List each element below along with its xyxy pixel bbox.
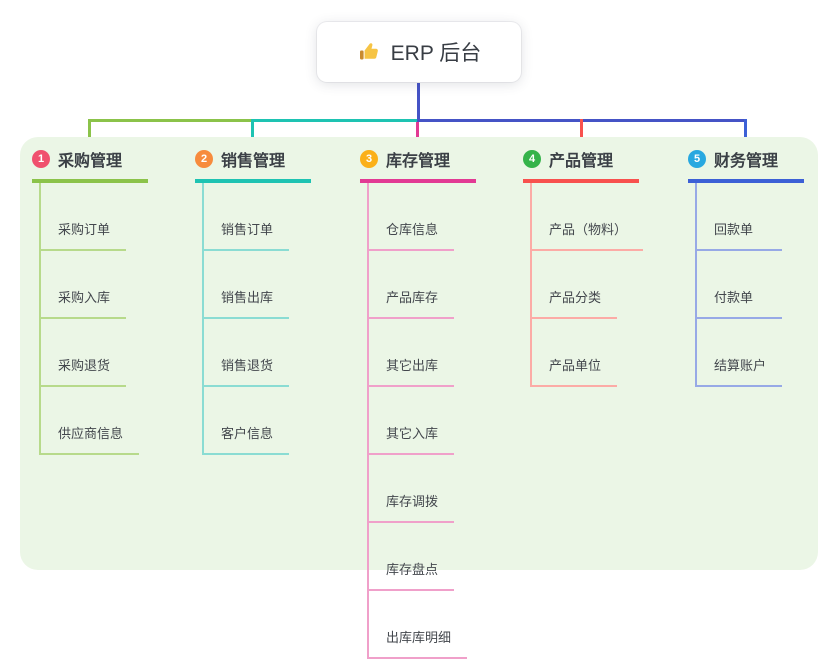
node-product-category[interactable]: 产品分类 — [532, 251, 618, 319]
branch-purchase-children: 采购订单 采购入库 采购退货 供应商信息 — [39, 183, 148, 455]
node-sales-order[interactable]: 销售订单 — [204, 183, 290, 251]
thumbs-up-icon — [357, 40, 381, 64]
node-other-outbound[interactable]: 其它出库 — [369, 319, 455, 387]
node-purchase-order[interactable]: 采购订单 — [41, 183, 127, 251]
node-stock-taking[interactable]: 库存盘点 — [369, 523, 455, 591]
branch-finance-title[interactable]: 5 财务管理 — [688, 147, 804, 183]
branch-product: 4 产品管理 产品（物料） 产品分类 产品单位 — [523, 147, 644, 387]
node-outbound-detail[interactable]: 出库库明细 — [369, 591, 468, 659]
connector-drop-sales — [251, 119, 254, 145]
node-product-unit[interactable]: 产品单位 — [532, 319, 618, 387]
node-payment-slip[interactable]: 付款单 — [697, 251, 782, 319]
badge-1: 1 — [32, 150, 50, 168]
branch-finance-children: 回款单 付款单 结算账户 — [695, 183, 804, 387]
badge-2: 2 — [195, 150, 213, 168]
connector-drop-purchase — [88, 119, 91, 145]
node-supplier-info[interactable]: 供应商信息 — [41, 387, 140, 455]
node-sales-outbound[interactable]: 销售出库 — [204, 251, 290, 319]
branch-sales-title[interactable]: 2 销售管理 — [195, 147, 311, 183]
node-sales-return[interactable]: 销售退货 — [204, 319, 290, 387]
node-other-inbound[interactable]: 其它入库 — [369, 387, 455, 455]
badge-4: 4 — [523, 150, 541, 168]
badge-5: 5 — [688, 150, 706, 168]
branch-purchase-title[interactable]: 1 采购管理 — [32, 147, 148, 183]
node-customer-info[interactable]: 客户信息 — [204, 387, 290, 455]
trunk-connector — [417, 82, 420, 122]
branch-purchase: 1 采购管理 采购订单 采购入库 采购退货 供应商信息 — [32, 147, 148, 455]
connector-bus-purchase — [88, 119, 254, 122]
branch-sales-children: 销售订单 销售出库 销售退货 客户信息 — [202, 183, 311, 455]
node-receipt-slip[interactable]: 回款单 — [697, 183, 782, 251]
connector-drop-finance — [744, 119, 747, 145]
branch-inventory-title[interactable]: 3 库存管理 — [360, 147, 476, 183]
branch-sales-label: 销售管理 — [221, 153, 286, 170]
node-purchase-return[interactable]: 采购退货 — [41, 319, 127, 387]
branch-inventory-label: 库存管理 — [386, 153, 451, 170]
node-stock-transfer[interactable]: 库存调拨 — [369, 455, 455, 523]
node-warehouse-info[interactable]: 仓库信息 — [369, 183, 455, 251]
badge-3: 3 — [360, 150, 378, 168]
branch-finance-label: 财务管理 — [714, 153, 779, 170]
branch-purchase-label: 采购管理 — [58, 153, 123, 170]
branch-product-children: 产品（物料） 产品分类 产品单位 — [530, 183, 644, 387]
node-product-material[interactable]: 产品（物料） — [532, 183, 644, 251]
node-settlement-account[interactable]: 结算账户 — [697, 319, 783, 387]
node-purchase-inbound[interactable]: 采购入库 — [41, 251, 127, 319]
branch-product-title[interactable]: 4 产品管理 — [523, 147, 639, 183]
branches-panel — [20, 137, 818, 570]
root-label: ERP 后台 — [390, 42, 482, 65]
connector-drop-product — [580, 119, 583, 145]
connector-bus-sales — [251, 119, 419, 122]
root-node[interactable]: ERP 后台 — [317, 22, 521, 82]
branch-inventory: 3 库存管理 仓库信息 产品库存 其它出库 其它入库 库存调拨 库存盘点 出库库… — [360, 147, 476, 659]
branch-sales: 2 销售管理 销售订单 销售出库 销售退货 客户信息 — [195, 147, 311, 455]
connector-drop-inventory — [416, 122, 419, 145]
branch-finance: 5 财务管理 回款单 付款单 结算账户 — [688, 147, 804, 387]
branch-product-label: 产品管理 — [549, 153, 614, 170]
node-product-stock[interactable]: 产品库存 — [369, 251, 455, 319]
